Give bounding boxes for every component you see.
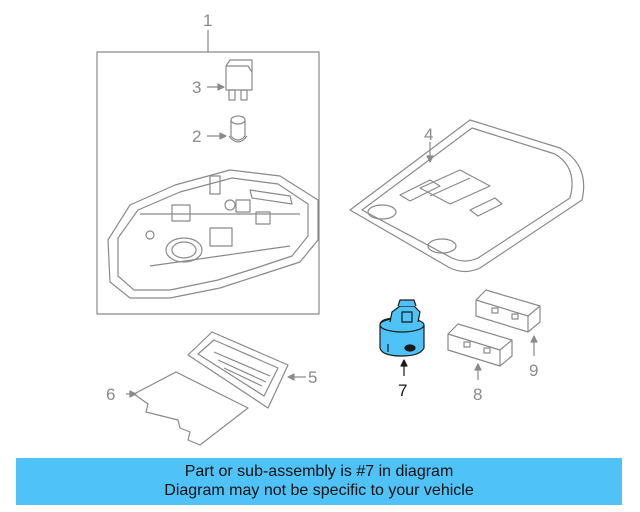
callout-9: 9 <box>529 361 538 380</box>
callout-2: 2 <box>192 127 201 146</box>
part-2-bulb <box>207 115 248 143</box>
group-1-frame <box>96 51 320 315</box>
part-9-connector <box>475 289 541 356</box>
callout-4: 4 <box>424 125 433 144</box>
part-4-headliner-panel <box>349 119 585 273</box>
part-3-socket <box>207 59 253 101</box>
part-6-gasket <box>126 371 249 446</box>
parts-diagram: 1 2 3 4 5 6 7 8 9 <box>96 11 585 446</box>
callout-1: 1 <box>203 11 212 30</box>
overhead-console-group <box>96 30 320 315</box>
part-5-lens-panel <box>187 331 306 409</box>
banner-line-1: Part or sub-assembly is #7 in diagram <box>184 463 454 480</box>
callout-3: 3 <box>192 78 201 97</box>
callout-7[interactable]: 7 <box>398 381 407 400</box>
callout-8: 8 <box>473 385 482 404</box>
part-7-bulb-socket[interactable] <box>379 299 425 376</box>
callout-5: 5 <box>308 368 317 387</box>
callout-6: 6 <box>106 385 115 404</box>
part-8-connector <box>447 323 513 380</box>
banner-line-2: Diagram may not be specific to your vehi… <box>164 482 474 499</box>
info-banner: Part or sub-assembly is #7 in diagram Di… <box>16 458 622 505</box>
console-housing <box>107 169 319 299</box>
